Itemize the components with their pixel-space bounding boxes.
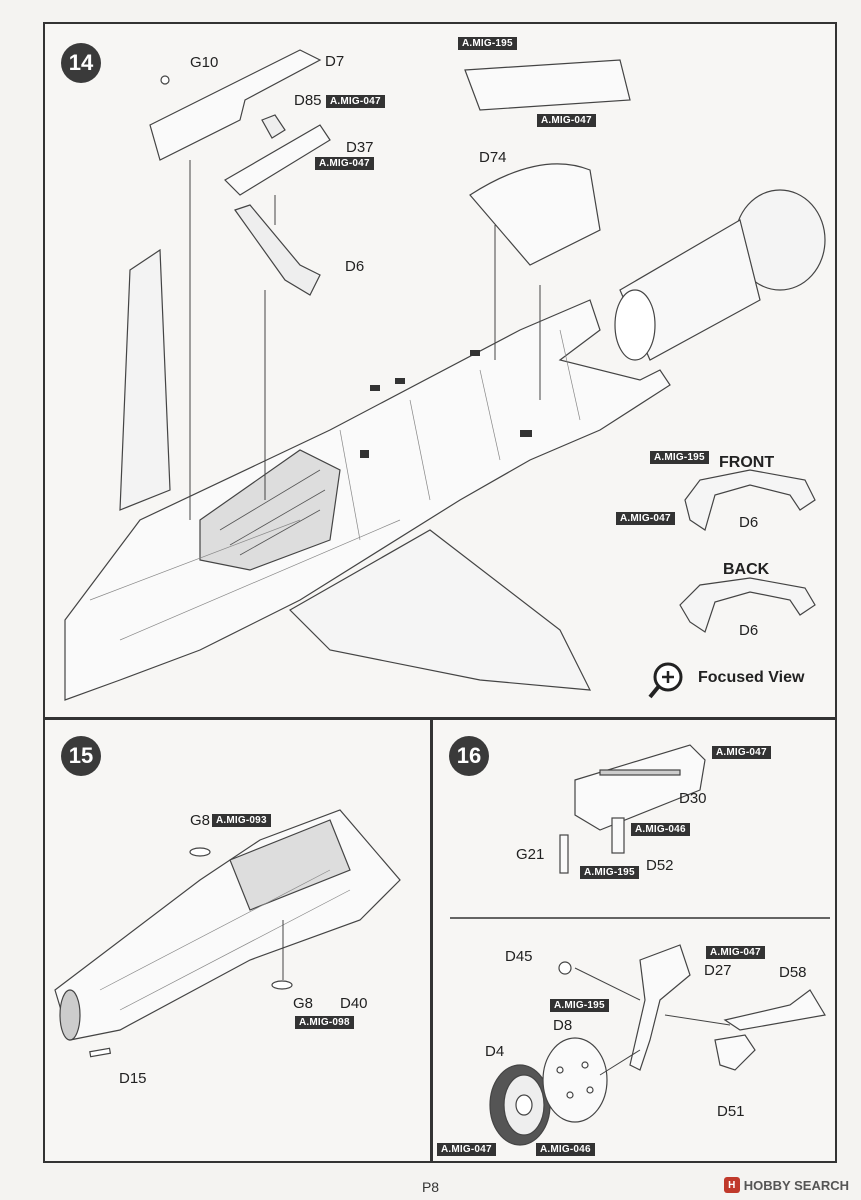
part-g8-bottom-drawing bbox=[271, 980, 293, 990]
tag-mig047-d30: A.MIG-047 bbox=[712, 746, 771, 759]
label-d52: D52 bbox=[646, 857, 674, 874]
part-d52-drawing bbox=[611, 817, 625, 854]
tag-mig047-d4: A.MIG-047 bbox=[437, 1143, 496, 1156]
tag-mig195-d27: A.MIG-195 bbox=[550, 999, 609, 1012]
label-d37: D37 bbox=[346, 139, 374, 156]
watermark-text: HOBBY SEARCH bbox=[743, 1177, 849, 1193]
part-d30-drawing bbox=[574, 744, 706, 831]
label-g8-bottom: G8 bbox=[293, 995, 314, 1012]
part-g8-top-drawing bbox=[189, 847, 211, 857]
label-g10: G10 bbox=[190, 54, 219, 71]
label-d74: D74 bbox=[479, 149, 507, 166]
part-d15-drawing bbox=[89, 1047, 112, 1058]
tag-mig047-front: A.MIG-047 bbox=[616, 512, 675, 525]
tag-mig046-d52: A.MIG-046 bbox=[631, 823, 690, 836]
label-d58: D58 bbox=[779, 964, 807, 981]
label-d51: D51 bbox=[717, 1103, 745, 1120]
d6-back-drawing bbox=[679, 577, 816, 633]
tag-mig047-d27: A.MIG-047 bbox=[706, 946, 765, 959]
part-d85 bbox=[261, 114, 286, 139]
label-d7: D7 bbox=[325, 53, 345, 70]
hobby-search-logo-icon: H bbox=[723, 1177, 740, 1193]
label-d6-back: D6 bbox=[739, 622, 759, 639]
tag-mig093: A.MIG-093 bbox=[212, 814, 271, 827]
wing bbox=[289, 529, 592, 691]
label-g8-top: G8 bbox=[190, 812, 211, 829]
cockpit-opening bbox=[199, 449, 341, 571]
step-16-number: 16 bbox=[449, 736, 489, 776]
part-d45-drawing bbox=[558, 961, 572, 975]
part-d27-drawing bbox=[629, 944, 691, 1071]
hub-d8-drawing bbox=[542, 1037, 608, 1123]
vertical-tail bbox=[119, 248, 171, 511]
page-number: P8 bbox=[421, 1179, 440, 1195]
label-d30: D30 bbox=[679, 790, 707, 807]
tag-mig047-top: A.MIG-047 bbox=[537, 114, 596, 127]
label-d6-front: D6 bbox=[739, 514, 759, 531]
label-d8: D8 bbox=[553, 1017, 573, 1034]
part-g21-drawing bbox=[559, 834, 569, 874]
watermark: H HOBBY SEARCH bbox=[723, 1177, 849, 1193]
label-d45: D45 bbox=[505, 948, 533, 965]
label-d15: D15 bbox=[119, 1070, 147, 1087]
d6-front-drawing bbox=[684, 469, 816, 531]
tag-mig047-d85: A.MIG-047 bbox=[326, 95, 385, 108]
tag-mig046-d4: A.MIG-046 bbox=[536, 1143, 595, 1156]
part-top-panel bbox=[464, 59, 631, 111]
part-d37 bbox=[224, 124, 331, 196]
part-d51-drawing bbox=[714, 1034, 756, 1071]
label-d4: D4 bbox=[485, 1043, 505, 1060]
tag-mig195-front: A.MIG-195 bbox=[650, 451, 709, 464]
label-d40: D40 bbox=[340, 995, 368, 1012]
focused-view-label: Focused View bbox=[698, 669, 805, 686]
focused-view-icon bbox=[648, 662, 683, 699]
tag-mig195-top: A.MIG-195 bbox=[458, 37, 517, 50]
label-d6: D6 bbox=[345, 258, 365, 275]
label-front: FRONT bbox=[719, 454, 775, 471]
fuselage-spine bbox=[64, 299, 671, 701]
tag-mig047-d37: A.MIG-047 bbox=[315, 157, 374, 170]
label-d27: D27 bbox=[704, 962, 732, 979]
label-back: BACK bbox=[723, 561, 770, 578]
part-d58-drawing bbox=[723, 989, 826, 1031]
tag-mig098: A.MIG-098 bbox=[295, 1016, 354, 1029]
step-15-number: 15 bbox=[61, 736, 101, 776]
label-d85: D85 bbox=[294, 92, 322, 109]
part-d6 bbox=[234, 204, 321, 296]
part-d74 bbox=[469, 163, 601, 266]
label-g21: G21 bbox=[516, 846, 545, 863]
step-14-number: 14 bbox=[61, 43, 101, 83]
tag-mig195-d52: A.MIG-195 bbox=[580, 866, 639, 879]
part-d7 bbox=[149, 49, 322, 161]
